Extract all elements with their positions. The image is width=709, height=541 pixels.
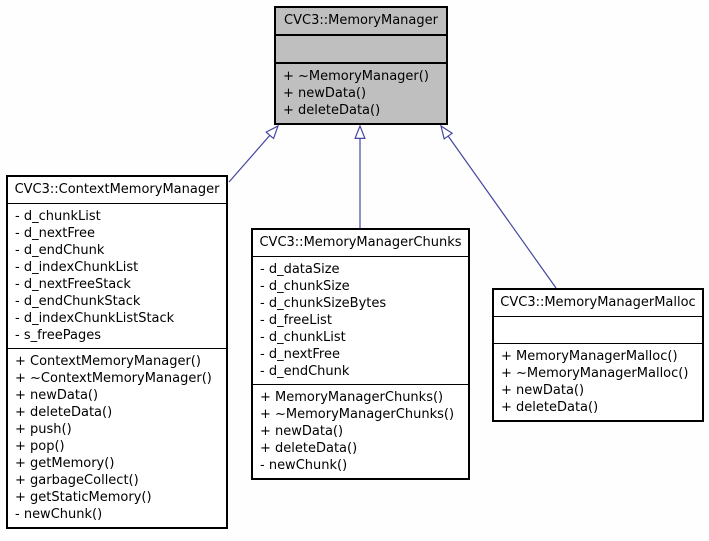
- attributes-section: [276, 36, 446, 64]
- class-box-memory-manager-malloc[interactable]: CVC3::MemoryManagerMalloc + MemoryManage…: [492, 288, 704, 422]
- class-title[interactable]: CVC3::ContextMemoryManager: [8, 177, 226, 204]
- class-title[interactable]: CVC3::MemoryManagerMalloc: [494, 290, 702, 317]
- methods-section: + MemoryManagerMalloc() + ~MemoryManager…: [501, 349, 689, 415]
- class-box-memory-manager-chunks[interactable]: CVC3::MemoryManagerChunks - d_dataSize -…: [251, 228, 470, 480]
- class-box-memory-manager[interactable]: CVC3::MemoryManager + ~MemoryManager() +…: [274, 6, 448, 125]
- class-title[interactable]: CVC3::MemoryManagerChunks: [253, 230, 468, 257]
- attributes-section: - d_chunkList - d_nextFree - d_endChunk …: [8, 204, 226, 349]
- inheritance-edge-context-to-base: [228, 126, 278, 183]
- attributes-section: - d_dataSize - d_chunkSize - d_chunkSize…: [253, 257, 468, 385]
- attributes-section: [494, 317, 702, 344]
- class-title[interactable]: CVC3::MemoryManager: [276, 8, 446, 36]
- methods-section: + ~MemoryManager() + newData() + deleteD…: [283, 69, 429, 118]
- methods-section: + MemoryManagerChunks() + ~MemoryManager…: [260, 390, 455, 473]
- methods-section: + ContextMemoryManager() + ~ContextMemor…: [15, 354, 212, 522]
- inheritance-edge-malloc-to-base: [441, 126, 557, 289]
- class-box-context-memory-manager[interactable]: CVC3::ContextMemoryManager - d_chunkList…: [6, 175, 228, 529]
